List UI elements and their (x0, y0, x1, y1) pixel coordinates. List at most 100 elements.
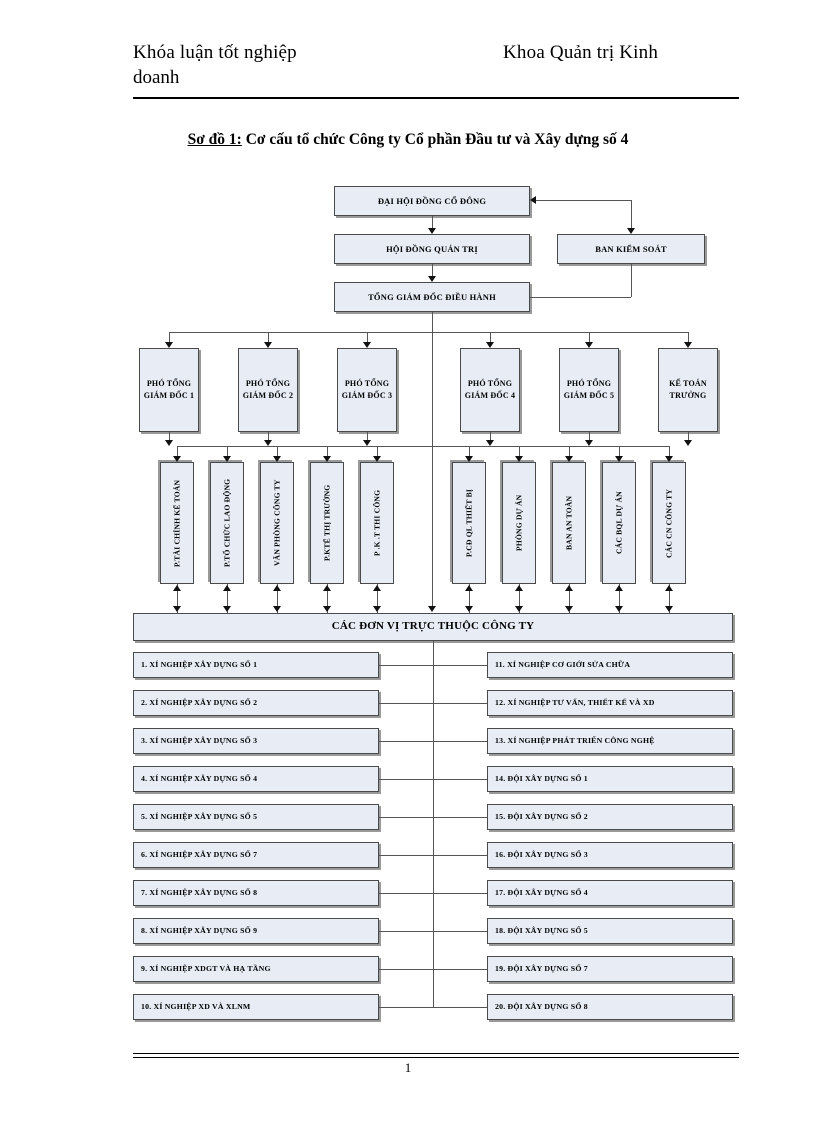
node-u13[interactable]: 13. XÍ NGHIỆP PHÁT TRIỂN CÔNG NGHỆ (487, 728, 733, 754)
node-dai-hoi-dong-co-dong[interactable]: ĐẠI HỘI ĐỒNG CỔ ĐÔNG (334, 186, 530, 216)
connector-line (433, 665, 487, 666)
arrow-up-icon (323, 585, 331, 591)
node-u5[interactable]: 5. XÍ NGHIỆP XÂY DỰNG SỐ 5 (133, 804, 379, 830)
connector-line (377, 446, 378, 456)
node-u8[interactable]: 8. XÍ NGHIỆP XÂY DỰNG SỐ 9 (133, 918, 379, 944)
arrow-up-icon (515, 585, 523, 591)
node-u18[interactable]: 18. ĐỘI XÂY DỰNG SỐ 5 (487, 918, 733, 944)
connector-line (169, 332, 688, 333)
connector-line (432, 216, 433, 228)
arrow-down-icon (264, 342, 272, 348)
connector-line (619, 446, 620, 456)
node-u20[interactable]: 20. ĐỘI XÂY DỰNG SỐ 8 (487, 994, 733, 1020)
node-ptgd2[interactable]: PHÓ TỔNG GIÁM ĐỐC 2 (238, 348, 298, 432)
node-u15[interactable]: 15. ĐỘI XÂY DỰNG SỐ 2 (487, 804, 733, 830)
connector-line (433, 931, 487, 932)
node-u17[interactable]: 17. ĐỘI XÂY DỰNG SỐ 4 (487, 880, 733, 906)
node-ptgd4[interactable]: PHÓ TỔNG GIÁM ĐỐC 4 (460, 348, 520, 432)
node-d1[interactable]: P.TÀI CHÍNH KẾ TOÁN (160, 462, 194, 584)
figure-title: Sơ đồ 1: Cơ cấu tổ chức Công ty Cổ phần … (0, 131, 816, 149)
arrow-down-icon (665, 606, 673, 612)
arrow-down-icon (223, 606, 231, 612)
arrow-down-icon (684, 440, 692, 446)
node-u12[interactable]: 12. XÍ NGHIỆP TƯ VẤN, THIẾT KẾ VÀ XD (487, 690, 733, 716)
connector-line (169, 332, 170, 342)
connector-line (277, 446, 278, 456)
figure-title-rest: Cơ cấu tổ chức Công ty Cổ phần Đầu tư và… (241, 131, 629, 148)
node-tong-giam-doc[interactable]: TỔNG GIÁM ĐỐC ĐIỀU HÀNH (334, 282, 530, 312)
node-u1[interactable]: 1. XÍ NGHIỆP XÂY DỰNG SỐ 1 (133, 652, 379, 678)
header-divider (133, 97, 739, 99)
node-u19[interactable]: 19. ĐỘI XÂY DỰNG SỐ 7 (487, 956, 733, 982)
connector-line (536, 200, 631, 201)
arrow-down-icon (428, 228, 436, 234)
connector-line (367, 332, 368, 342)
node-d4[interactable]: P.KTẾ THỊ TRƯỜNG (310, 462, 344, 584)
arrow-up-icon (565, 585, 573, 591)
node-hoi-dong-quan-tri[interactable]: HỘI ĐỒNG QUẢN TRỊ (334, 234, 530, 264)
arrow-up-icon (173, 585, 181, 591)
connector-line (589, 332, 590, 342)
connector-line (589, 432, 590, 440)
node-cac-don-vi-truc-thuoc[interactable]: CÁC ĐƠN VỊ TRỰC THUỘC CÔNG TY (133, 613, 733, 641)
arrow-down-icon (273, 456, 281, 462)
arrow-down-icon (363, 342, 371, 348)
connector-line (530, 297, 631, 298)
connector-line (433, 1007, 487, 1008)
arrow-down-icon (486, 342, 494, 348)
node-d3[interactable]: VĂN PHÒNG CÔNG TY (260, 462, 294, 584)
node-d6[interactable]: P.CĐ QL THIẾT BỊ (452, 462, 486, 584)
arrow-down-icon (684, 342, 692, 348)
node-u2[interactable]: 2. XÍ NGHIỆP XÂY DỰNG SỐ 2 (133, 690, 379, 716)
arrow-left-icon (530, 196, 536, 204)
arrow-down-icon (323, 606, 331, 612)
connector-line (379, 703, 433, 704)
connector-line (227, 446, 228, 456)
node-ptgd3[interactable]: PHÓ TỔNG GIÁM ĐỐC 3 (337, 348, 397, 432)
node-u16[interactable]: 16. ĐỘI XÂY DỰNG SỐ 3 (487, 842, 733, 868)
connector-line (379, 779, 433, 780)
arrow-up-icon (615, 585, 623, 591)
arrow-down-icon (465, 606, 473, 612)
arrow-down-icon (173, 606, 181, 612)
connector-line (433, 703, 487, 704)
connector-line (379, 1007, 433, 1008)
node-d9[interactable]: CÁC BQL DỰ ÁN (602, 462, 636, 584)
connector-line (669, 446, 670, 456)
arrow-down-icon (373, 456, 381, 462)
node-u4[interactable]: 4. XÍ NGHIỆP XÂY DỰNG SỐ 4 (133, 766, 379, 792)
connector-line (433, 741, 487, 742)
header-right-title: Khoa Quản trị Kinh (503, 42, 659, 63)
connector-line (379, 817, 433, 818)
node-u10[interactable]: 10. XÍ NGHIỆP XD VÀ XLNM (133, 994, 379, 1020)
node-u7[interactable]: 7. XÍ NGHIỆP XÂY DỰNG SỐ 8 (133, 880, 379, 906)
node-u9[interactable]: 9. XÍ NGHIỆP XDGT VÀ HẠ TẦNG (133, 956, 379, 982)
connector-line (277, 584, 278, 613)
node-u14[interactable]: 14. ĐỘI XÂY DỰNG SỐ 1 (487, 766, 733, 792)
connector-line (669, 584, 670, 613)
header-first-row: Khóa luận tốt nghiệp Khoa Quản trị Kinh (133, 42, 739, 68)
node-u3[interactable]: 3. XÍ NGHIỆP XÂY DỰNG SỐ 3 (133, 728, 379, 754)
node-ktt[interactable]: KẾ TOÁN TRƯỞNG (658, 348, 718, 432)
node-ban-kiem-soat[interactable]: BAN KIỂM SOÁT (557, 234, 705, 264)
arrow-down-icon (165, 342, 173, 348)
node-u6[interactable]: 6. XÍ NGHIỆP XÂY DỰNG SỐ 7 (133, 842, 379, 868)
arrow-down-icon (565, 456, 573, 462)
arrow-down-icon (373, 606, 381, 612)
connector-line (433, 969, 487, 970)
node-d5[interactable]: P .K .T THI CÔNG (360, 462, 394, 584)
connector-line (432, 312, 433, 332)
arrow-down-icon (323, 456, 331, 462)
node-d7[interactable]: PHÒNG DỰ ÁN (502, 462, 536, 584)
connector-line (268, 332, 269, 342)
node-d10[interactable]: CÁC CN CÔNG TY (652, 462, 686, 584)
node-d8[interactable]: BAN AN TOÀN (552, 462, 586, 584)
connector-line (433, 817, 487, 818)
arrow-down-icon (665, 456, 673, 462)
node-ptgd5[interactable]: PHÓ TỔNG GIÁM ĐỐC 5 (559, 348, 619, 432)
node-u11[interactable]: 11. XÍ NGHIỆP CƠ GIỚI SỬA CHỮA (487, 652, 733, 678)
node-ptgd1[interactable]: PHÓ TỔNG GIÁM ĐỐC 1 (139, 348, 199, 432)
node-d2[interactable]: P.TỔ CHỨC LAO ĐỘNG (210, 462, 244, 584)
page-number: 1 (404, 1060, 412, 1075)
arrow-down-icon (565, 606, 573, 612)
